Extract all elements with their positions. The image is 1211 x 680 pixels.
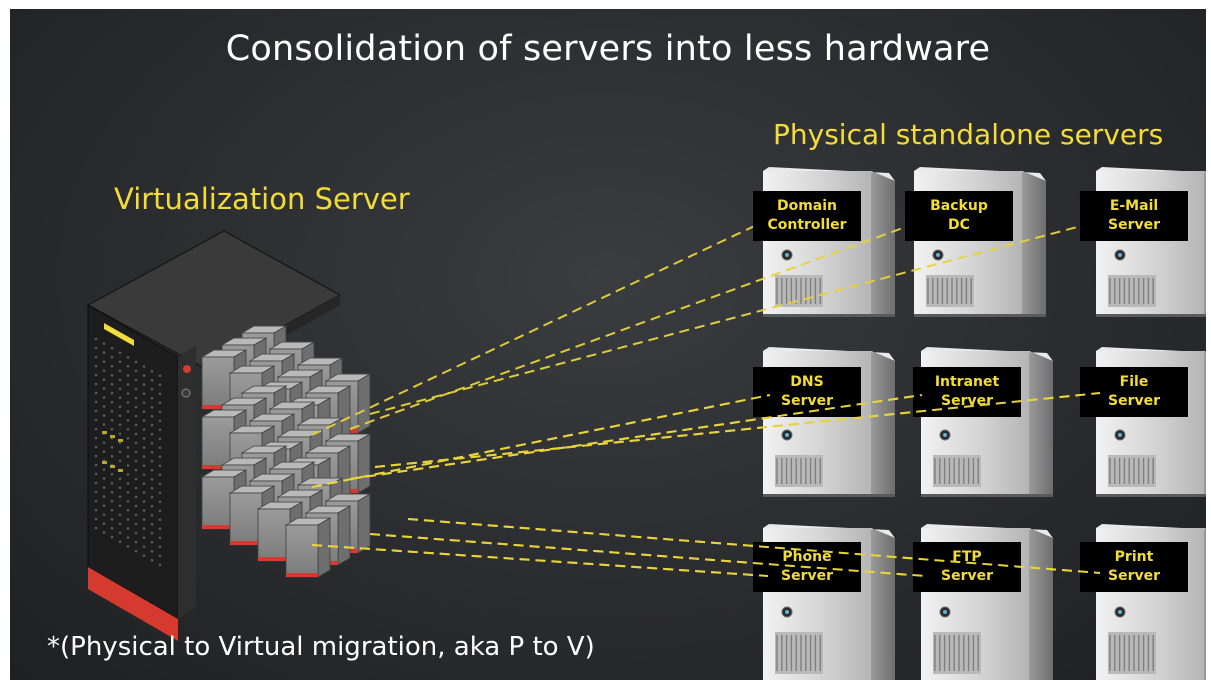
server-tower-icon [914, 167, 1046, 317]
vm-box [228, 485, 276, 546]
server-label-ftp-server: FTP Server [913, 542, 1021, 592]
perforated-panel [94, 337, 162, 567]
server-label-email-server: E-Mail Server [1080, 191, 1188, 241]
server-label-domain-controller: Domain Controller [753, 191, 861, 241]
server-tower-icon [763, 167, 895, 317]
server-label-dns-server: DNS Server [753, 367, 861, 417]
server-label-intranet-server: Intranet Server [913, 367, 1021, 417]
slide-title: Consolidation of servers into less hardw… [225, 29, 991, 69]
server-label-backup-dc: Backup DC [905, 191, 1013, 241]
server-label-file-server: File Server [1080, 367, 1188, 417]
virtualization-server-heading: Virtualization Server [114, 182, 410, 216]
diagram-scene [86, 167, 1206, 680]
footnote: *(Physical to Virtual migration, aka P t… [47, 632, 595, 662]
virtualization-server-rack [86, 230, 372, 641]
vm-box [284, 517, 332, 578]
connector-line [311, 394, 771, 488]
server-label-phone-server: Phone Server [753, 542, 861, 592]
rack-base [88, 567, 178, 641]
server-tower-icon [763, 524, 895, 680]
server-label-print-server: Print Server [1080, 542, 1188, 592]
status-light [104, 323, 134, 346]
physical-servers-heading: Physical standalone servers [773, 118, 1164, 151]
connector-line [311, 544, 769, 577]
slide: Consolidation of servers into less hardw… [10, 9, 1206, 680]
connector-line [369, 220, 1101, 415]
server-tower-icon [1096, 167, 1206, 317]
power-led-icon [183, 365, 191, 373]
